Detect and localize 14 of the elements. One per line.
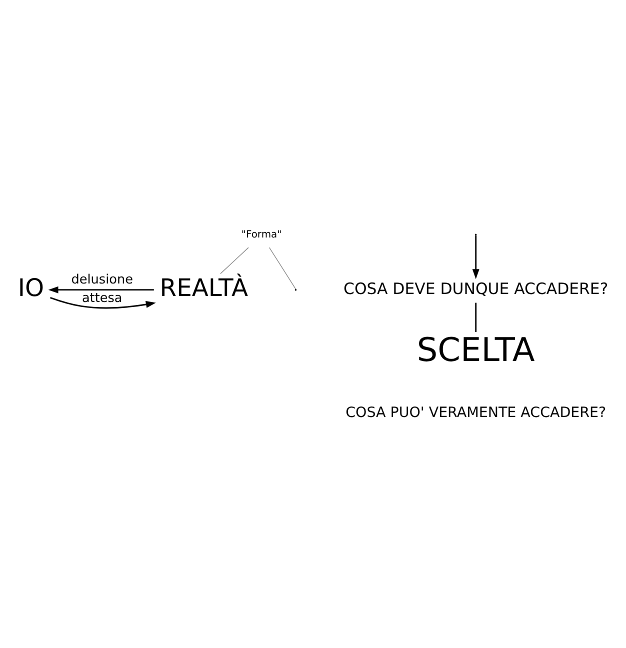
connector (475, 302, 477, 332)
connector (268, 247, 296, 290)
arrow (48, 286, 154, 294)
label: COSA PUO' VERAMENTE ACCADERE? (346, 404, 606, 421)
edge-label: delusione (71, 272, 133, 288)
node-text: IO (18, 274, 44, 302)
node-text: SCELTA (416, 331, 535, 370)
node-text: COSA DEVE DUNQUE ACCADERE? (344, 278, 608, 298)
arrow (50, 297, 156, 309)
node-text: "Forma" (241, 229, 282, 240)
arrow (472, 235, 480, 280)
connector (220, 247, 249, 274)
node-text: REALTÀ (160, 274, 248, 302)
edge-label: attesa (82, 291, 122, 306)
